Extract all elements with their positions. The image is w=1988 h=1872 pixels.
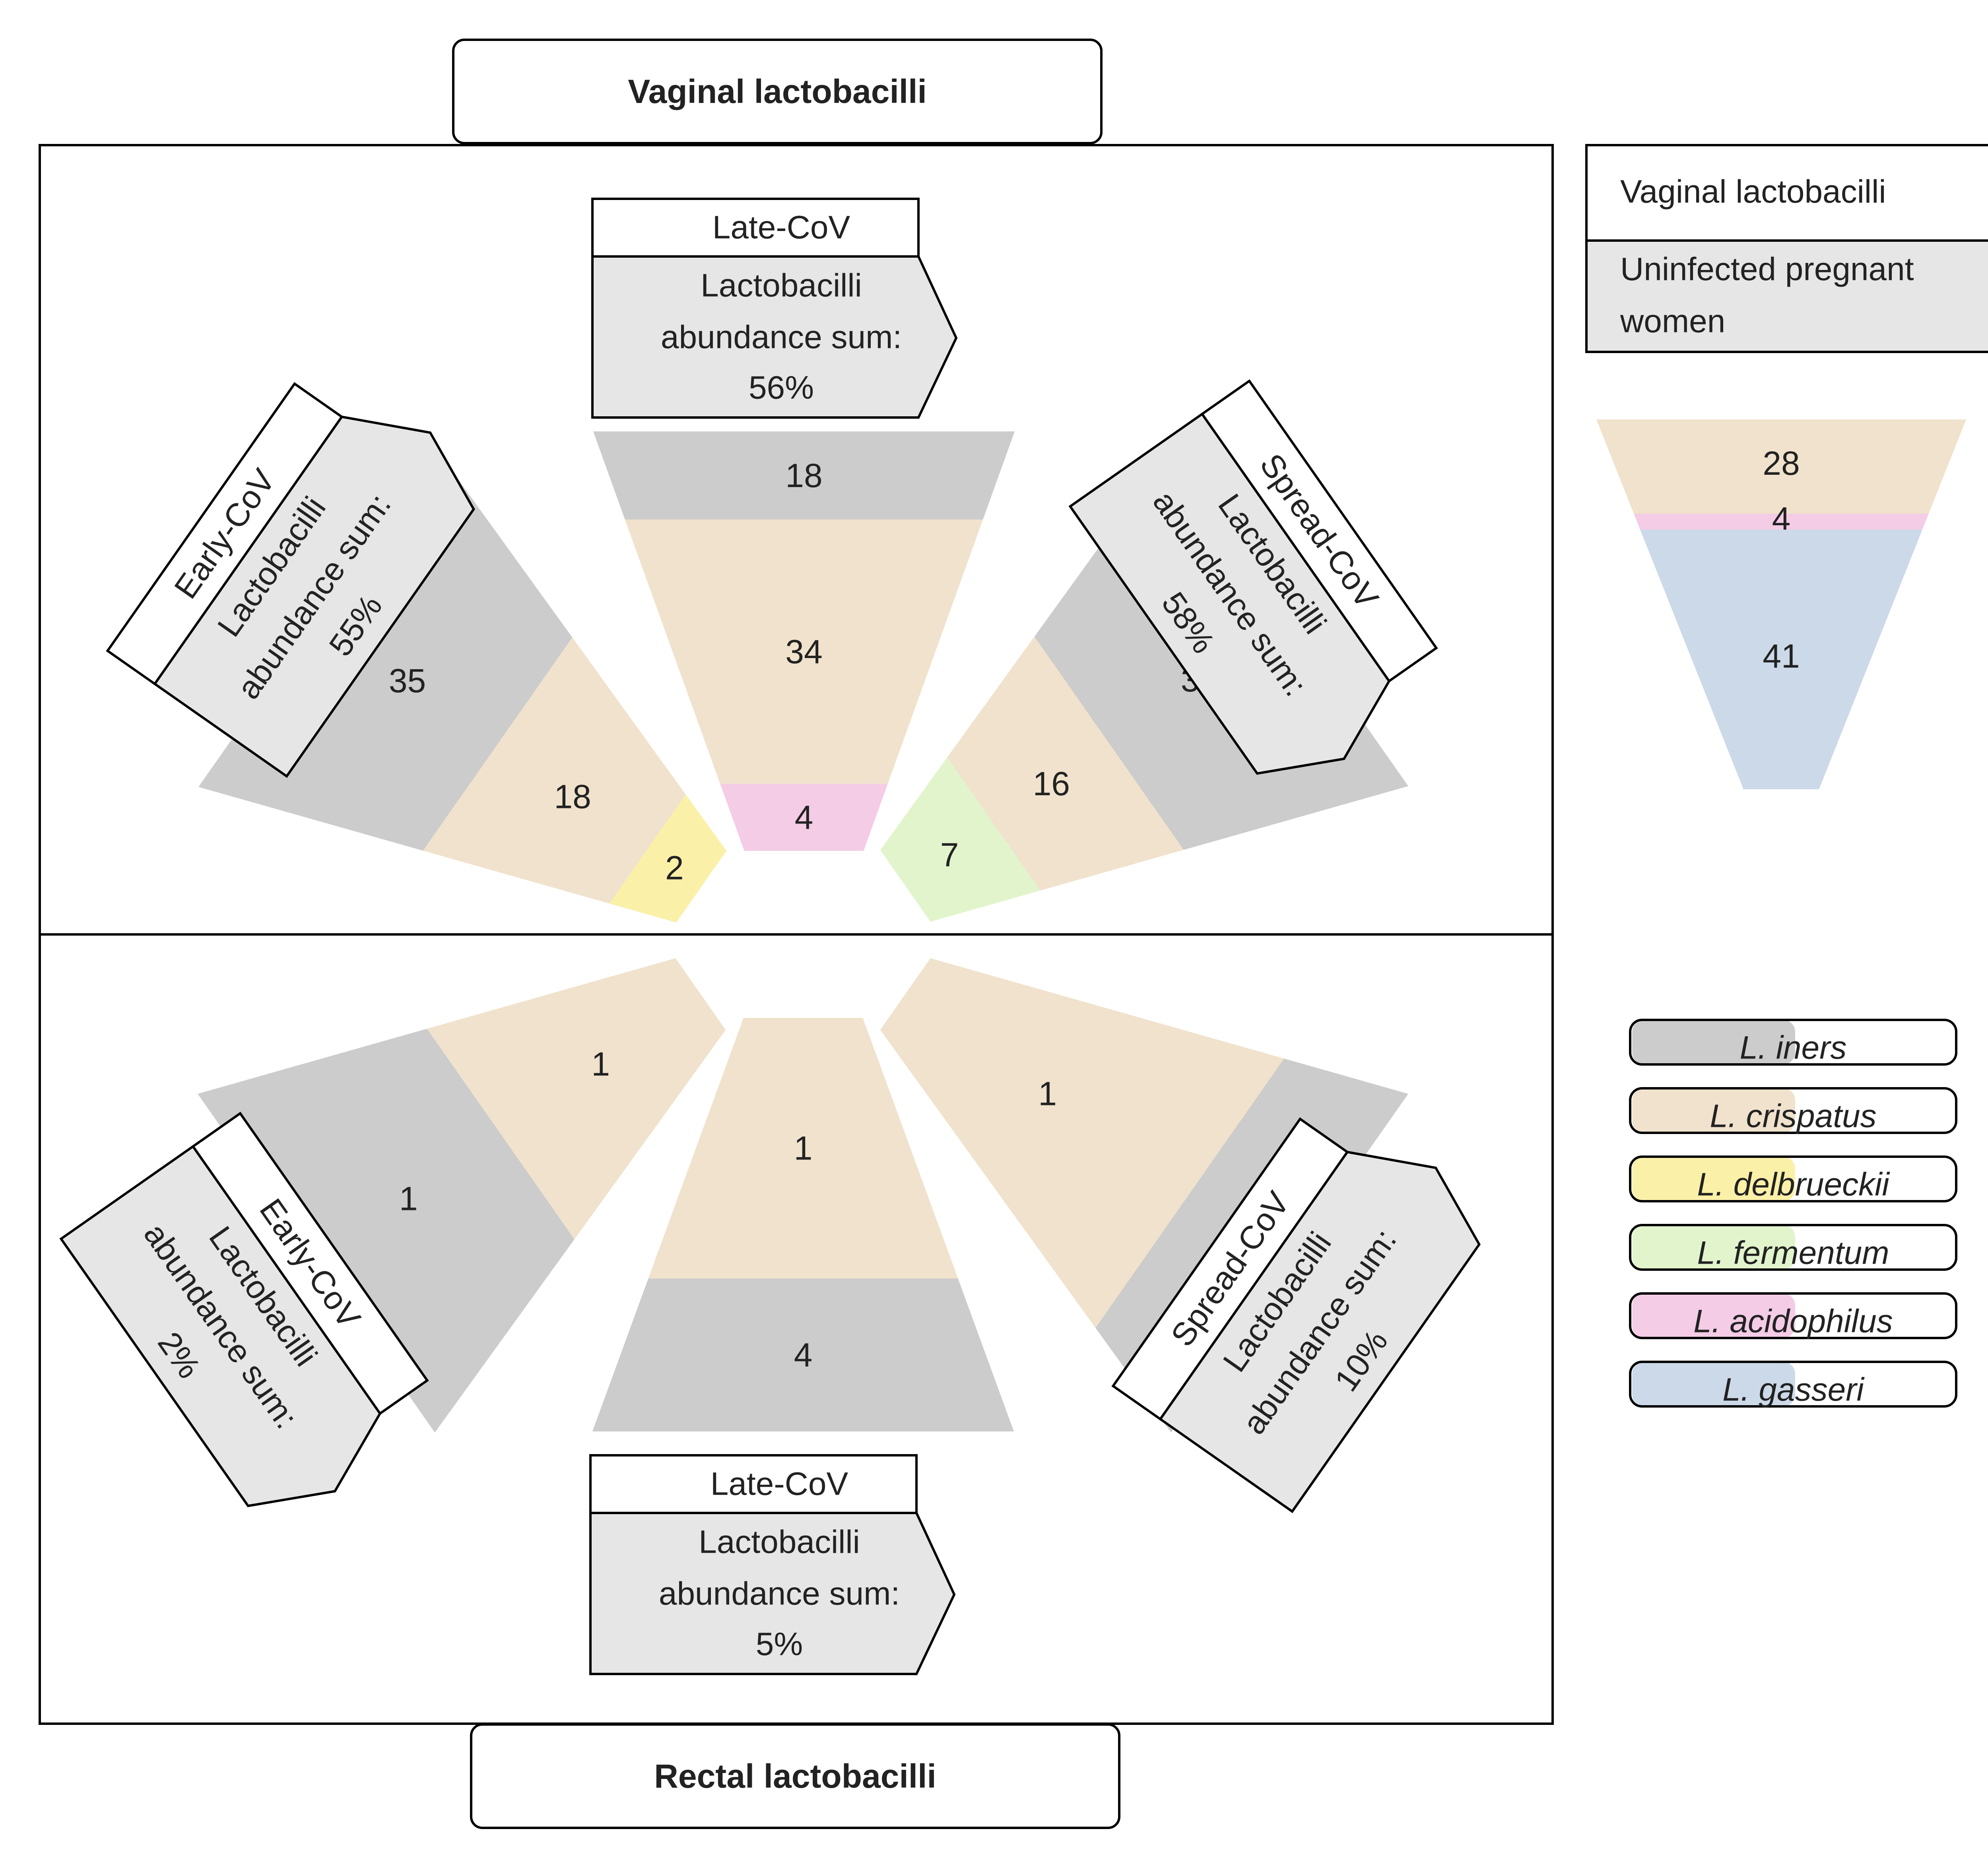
legend-label-delbrueckii: L. delbrueckii: [1697, 1167, 1890, 1203]
vaginal-late-funnel-value-crispatus: 34: [785, 633, 822, 670]
legend-item-fermentum: L. fermentum: [1629, 1224, 1957, 1271]
legend-item-acidophilus: L. acidophilus: [1629, 1292, 1957, 1340]
legend-box-iners: [1629, 1019, 1957, 1066]
legend-label-crispatus: L. crispatus: [1710, 1098, 1876, 1134]
vaginal-late-funnel-band-acidophilus: [720, 784, 888, 851]
legend-box-fermentum: [1629, 1224, 1957, 1271]
reference-subtitle-line1: Uninfected pregnant: [1620, 251, 1914, 287]
legend-swatch-acidophilus: [1632, 1293, 1795, 1338]
rectal-late-summary-box: [589, 1512, 956, 1675]
legend-box-gasseri: [1629, 1361, 1957, 1408]
vaginal-late-funnel-value-acidophilus: 4: [795, 799, 813, 836]
reference-subtitle-box: [1585, 239, 1988, 353]
vaginal-late-funnel-band-iners: [593, 431, 1015, 520]
vaginal-late-summary-box: [591, 255, 958, 419]
vaginal-late-label: Late-CoV Lactobacilli abundance sum: 56%: [591, 198, 958, 419]
vaginal-spread-summary-box: [1068, 412, 1391, 775]
rectal-late-funnel-band-crispatus: [648, 1018, 958, 1279]
legend-box-delbrueckii: [1629, 1155, 1957, 1202]
reference-subtitle-line2: women: [1620, 303, 1725, 340]
legend-swatch-fermentum: [1632, 1225, 1795, 1270]
vaginal-early-funnel-value-iners: 35: [389, 662, 426, 699]
vaginal-late-line3: 56%: [749, 370, 814, 406]
legend-item-crispatus: L. crispatus: [1629, 1087, 1957, 1134]
reference-value-crispatus: 28: [1763, 445, 1800, 482]
vaginal-title: Vaginal lactobacilli: [628, 73, 927, 110]
vaginal-spread-funnel-band-fermentum: [880, 757, 1041, 922]
vaginal-early-label: Early-CoV Lactobacilli abundance sum: 55…: [106, 382, 475, 778]
rectal-late-funnel-band-iners: [592, 1278, 1014, 1431]
vaginal-late-funnel-band-crispatus: [625, 519, 983, 784]
vaginal-late-tag-box: [591, 198, 920, 258]
legend-swatch-iners: [1632, 1020, 1795, 1064]
rectal-panel: [39, 933, 1554, 1725]
vaginal-spread-funnel-band-crispatus: [947, 637, 1184, 891]
rectal-spread-summary-box: [1159, 1150, 1481, 1513]
rectal-late-tag: Late-CoV: [711, 1466, 848, 1502]
vaginal-late-line1: Lactobacilli: [701, 268, 862, 304]
reference-title-box: [1585, 144, 1988, 242]
reference-band-gasseri: [1640, 530, 1922, 789]
vaginal-early-funnel-band-crispatus: [423, 637, 686, 904]
legend-swatch-crispatus: [1632, 1088, 1795, 1133]
legend-item-gasseri: L. gasseri: [1629, 1361, 1957, 1408]
legend-box-acidophilus: [1629, 1292, 1957, 1339]
legend-item-delbrueckii: L. delbrueckii: [1629, 1155, 1957, 1203]
vaginal-early-funnel-value-delbrueckii: 2: [665, 849, 684, 887]
rectal-early-funnel: 11: [198, 958, 726, 1433]
legend-label-gasseri: L. gasseri: [1722, 1372, 1865, 1408]
legend-label-fermentum: L. fermentum: [1697, 1235, 1889, 1271]
rectal-early-label: Early-CoV Lactobacilli abundance sum: 2%: [59, 1111, 429, 1507]
reference-header: Vaginal lactobacilli Uninfected pregnant…: [1585, 144, 1988, 353]
rectal-early-summary-box: [59, 1145, 382, 1507]
rectal-early-funnel-band-iners: [198, 1029, 575, 1433]
rectal-title: Rectal lactobacilli: [654, 1757, 936, 1795]
reference-band-acidophilus: [1634, 514, 1929, 530]
vaginal-early-funnel-value-crispatus: 18: [554, 778, 591, 815]
rectal-late-line1: Lactobacilli: [699, 1524, 860, 1560]
rectal-spread-funnel-band-crispatus: [880, 958, 1284, 1328]
vaginal-spread-funnel-value-fermentum: 7: [940, 836, 959, 874]
legend-label-iners: L. iners: [1740, 1030, 1847, 1066]
legend-item-iners: L. iners: [1629, 1019, 1957, 1066]
rectal-spread-funnel-value-crispatus: 1: [1038, 1075, 1057, 1112]
rectal-early-funnel-band-crispatus: [427, 958, 726, 1239]
rectal-early-funnel-value-iners: 1: [399, 1180, 418, 1217]
vaginal-late-line2: abundance sum:: [661, 319, 902, 355]
legend-swatch-gasseri: [1632, 1362, 1795, 1406]
vaginal-title-box: Vaginal lactobacilli: [452, 39, 1103, 144]
rectal-late-funnel: 41: [592, 1018, 1014, 1431]
legend-swatch-delbrueckii: [1632, 1157, 1795, 1201]
legend-label-acidophilus: L. acidophilus: [1693, 1303, 1893, 1340]
vaginal-early-summary-box: [153, 415, 475, 778]
rectal-late-funnel-value-iners: 4: [794, 1336, 813, 1374]
vaginal-early-funnel-band-delbrueckii: [609, 794, 727, 923]
rectal-title-box: Rectal lactobacilli: [470, 1723, 1120, 1829]
vaginal-late-funnel: 18 34 4: [593, 431, 1015, 851]
rectal-late-funnel-value-crispatus: 1: [794, 1130, 813, 1167]
reference-title: Vaginal lactobacilli: [1620, 174, 1886, 210]
rectal-late-label: Late-CoV Lactobacilli abundance sum: 5%: [589, 1454, 956, 1675]
reference-band-crispatus: [1596, 419, 1966, 514]
vaginal-late-tag: Late-CoV: [712, 210, 850, 246]
rectal-late-line2: abundance sum:: [659, 1576, 900, 1612]
legend-box-crispatus: [1629, 1087, 1957, 1134]
funnel-group: 35182183443516711419128441: [198, 419, 1966, 1433]
vaginal-late-funnel-value-iners: 18: [785, 457, 822, 494]
rectal-late-line3: 5%: [756, 1626, 803, 1662]
rectal-late-tag-box: [589, 1454, 918, 1514]
rectal-early-funnel-value-crispatus: 1: [591, 1045, 610, 1083]
vaginal-spread-funnel-value-crispatus: 16: [1033, 765, 1070, 802]
legend: L. iners L. crispatus L. delbrueckii L. fer…: [1629, 1019, 1957, 1408]
reference-value-gasseri: 41: [1763, 637, 1800, 675]
